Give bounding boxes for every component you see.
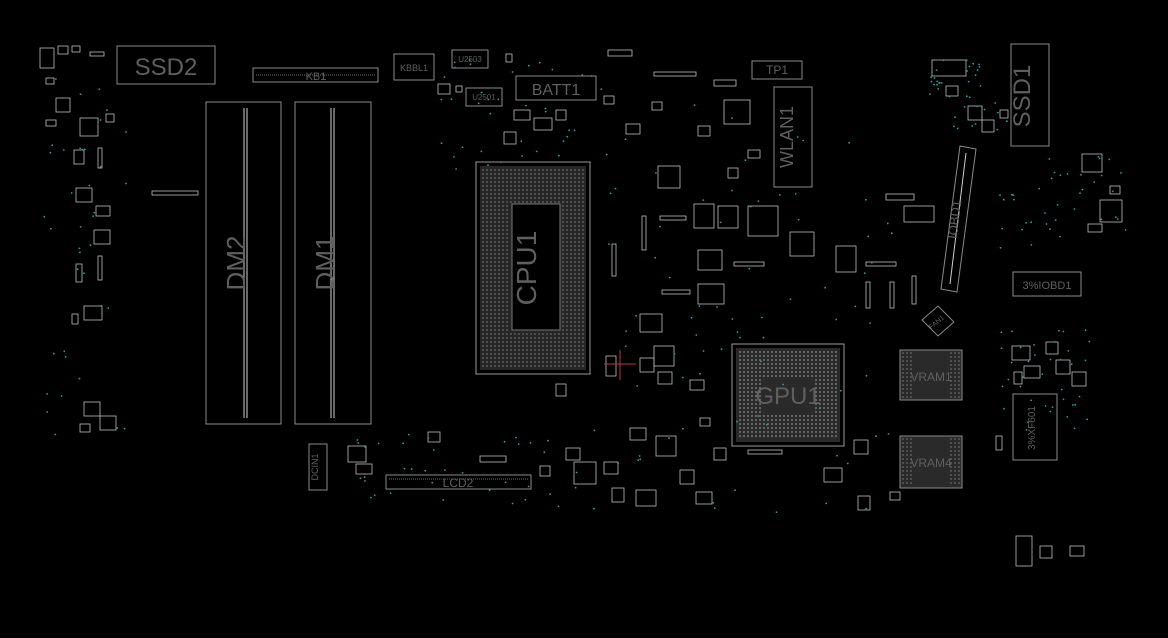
lcd2-label: LCD2 xyxy=(443,476,474,490)
xf601-label: 3%XF601 xyxy=(1027,406,1038,450)
upper-right-small-parts xyxy=(931,59,1123,233)
u2503-chip[interactable]: U2503 xyxy=(451,49,489,69)
vram-ball-grids xyxy=(902,352,960,484)
ssd2-label: SSD2 xyxy=(135,54,198,81)
kbbl1-connector[interactable]: KBBL1 xyxy=(393,53,435,81)
fan1-connector[interactable]: FAN1 xyxy=(921,305,955,337)
xf601-component[interactable]: 3%XF601 xyxy=(1012,393,1058,461)
kb1-connector[interactable]: KB1 xyxy=(252,67,379,83)
bottom-center-small-parts xyxy=(347,383,901,511)
vram1-chip[interactable]: VRAM1 xyxy=(899,349,963,401)
batt1-label: BATT1 xyxy=(532,82,581,99)
dcin1-connector[interactable]: DCIN1 xyxy=(308,443,328,491)
right-side-small-parts xyxy=(995,341,1087,567)
u2501-label: U2501 xyxy=(472,93,496,102)
u2501-chip[interactable]: U2501 xyxy=(465,87,503,107)
dcin1-label: DCIN1 xyxy=(310,453,320,480)
iobd1-label: IOBD1 xyxy=(945,199,965,240)
lcd2-connector[interactable]: LCD2 xyxy=(385,474,532,490)
vram1-label: VRAM1 xyxy=(910,370,952,384)
ssd2-connector[interactable]: SSD2 xyxy=(116,45,216,85)
kbbl1-label: KBBL1 xyxy=(400,63,428,73)
dm2-memory-slot[interactable]: DM2 xyxy=(205,101,282,425)
dm2-label: DM2 xyxy=(221,236,251,291)
gpu1-ball-grid xyxy=(738,350,838,438)
mid-top-small-parts xyxy=(437,49,633,145)
iobd1-conn-label: 3%IOBD1 xyxy=(1023,280,1072,292)
cpu1-ball-grid xyxy=(482,169,584,367)
tp1-label: TP1 xyxy=(766,63,788,77)
iobd1-board-connector[interactable]: 3%IOBD1 xyxy=(1012,271,1082,297)
dm1-memory-slot[interactable]: DM1 xyxy=(294,101,372,425)
tp1-connector[interactable]: TP1 xyxy=(751,60,803,80)
ssd1-label: SSD1 xyxy=(1009,65,1036,128)
cpu1-package[interactable]: CPU1 xyxy=(475,161,591,375)
vram4-label: VRAM4 xyxy=(910,456,952,470)
u2503-label: U2503 xyxy=(458,55,482,64)
wlan1-connector[interactable]: WLAN1 xyxy=(773,86,813,188)
ssd1-connector[interactable]: SSD1 xyxy=(1009,43,1050,147)
dm1-label: DM1 xyxy=(310,236,340,291)
left-edge-component-cluster xyxy=(39,45,199,433)
gpu1-label: GPU1 xyxy=(755,383,820,410)
batt1-connector[interactable]: BATT1 xyxy=(515,75,597,101)
vram4-chip[interactable]: VRAM4 xyxy=(899,435,963,489)
iobd1-connector[interactable]: IOBD1 xyxy=(940,145,977,293)
wlan1-label: WLAN1 xyxy=(777,106,797,168)
kb1-label: KB1 xyxy=(306,71,327,83)
fan1-label: FAN1 xyxy=(928,314,946,331)
via-scatter xyxy=(43,59,1127,514)
cpu1-label: CPU1 xyxy=(511,231,542,306)
upper-center-small-parts xyxy=(604,71,935,391)
